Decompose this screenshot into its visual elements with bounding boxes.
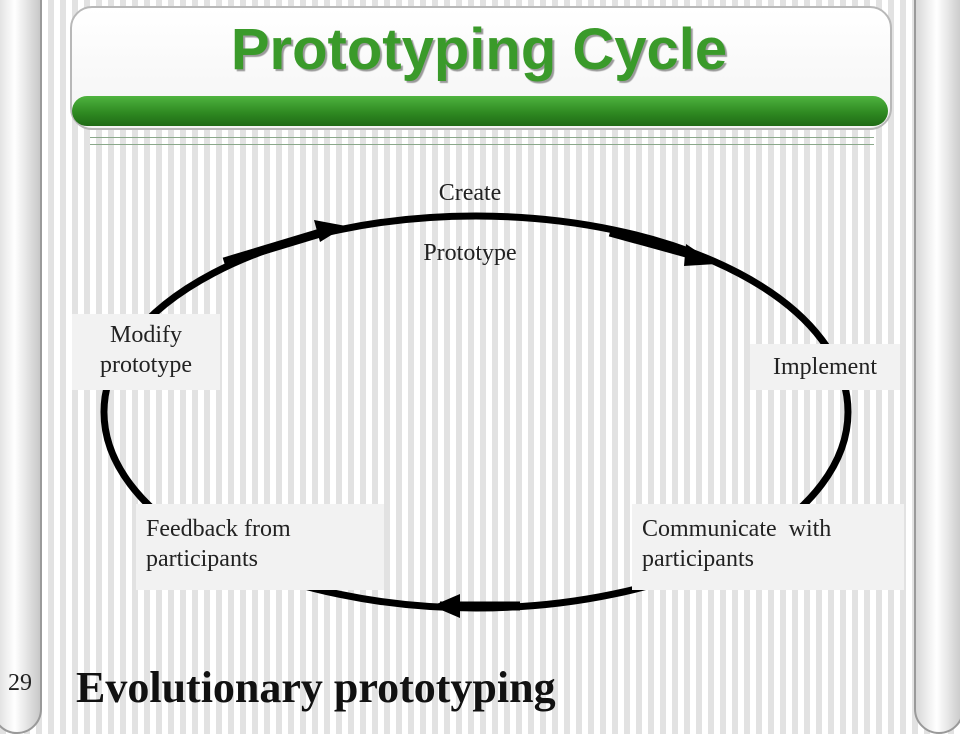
step-modify-label: Modify prototype (72, 314, 220, 390)
slide-title: Prototyping Cycle (230, 17, 728, 82)
step-prototype-label: Prototype (423, 240, 517, 266)
step-feedback-line1: Feedback from (146, 516, 291, 542)
step-communicate-label: Communicate with participants (632, 504, 904, 590)
step-communicate-line1: Communicate with (642, 516, 832, 542)
step-modify-line2: prototype (100, 352, 192, 378)
footer-caption: Evolutionary prototyping (76, 663, 556, 712)
slide-number: 29 (8, 670, 32, 696)
arrowhead-top-left (314, 220, 346, 242)
step-create-label: Create (438, 180, 502, 206)
title-underline-bar (72, 96, 888, 126)
step-implement-label: Implement (750, 344, 900, 390)
title-divider-rule (90, 137, 874, 145)
arrowhead-top-right (684, 244, 716, 266)
left-side-panel (0, 0, 42, 734)
right-side-panel (914, 0, 960, 734)
cycle-accent-top-left (222, 225, 332, 267)
step-feedback-line2: participants (146, 546, 258, 572)
step-feedback-label: Feedback from participants (136, 504, 384, 590)
cycle-accent-top-right (608, 227, 692, 259)
step-modify-line1: Modify (110, 322, 182, 348)
arrowhead-bottom (432, 594, 460, 618)
step-communicate-line2: participants (642, 546, 754, 572)
